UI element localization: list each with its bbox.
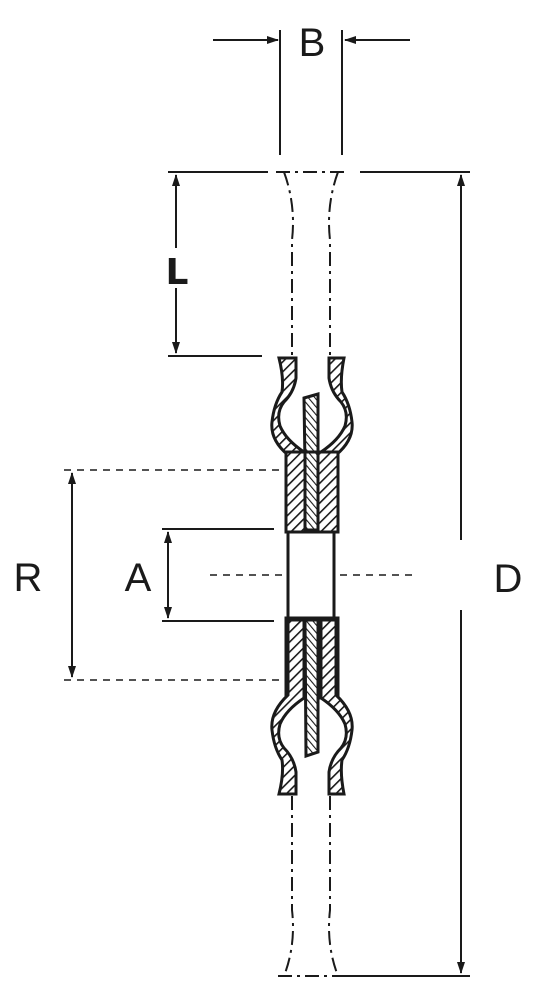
hub-upper-section — [270, 356, 354, 534]
dimension-r: R — [14, 469, 280, 681]
hub-lower-section — [270, 616, 354, 796]
dimension-b: B — [213, 21, 410, 155]
arbor-hole — [286, 530, 336, 620]
l-label: L — [166, 252, 189, 293]
a-label: A — [125, 556, 152, 600]
d-label: D — [494, 557, 523, 601]
bristle-edge-left-bottom — [283, 796, 294, 977]
b-label: B — [299, 21, 326, 65]
l-label-backdrop — [160, 248, 194, 288]
flange-left-lower — [270, 618, 306, 796]
bristle-core-upper-inner — [303, 450, 320, 532]
bristle-phantom-bottom — [278, 796, 346, 977]
flange-right-lower — [319, 618, 354, 796]
dimension-l: L — [160, 171, 268, 357]
bristle-phantom-top — [276, 171, 346, 356]
bristle-edge-right-bottom — [328, 796, 339, 977]
bristle-edge-left-top — [283, 171, 294, 356]
bristle-core-lower — [303, 618, 320, 759]
dimension-d: D — [342, 171, 523, 977]
r-label: R — [14, 556, 43, 600]
dimension-a: A — [125, 528, 274, 622]
bristle-edge-right-top — [328, 171, 339, 356]
